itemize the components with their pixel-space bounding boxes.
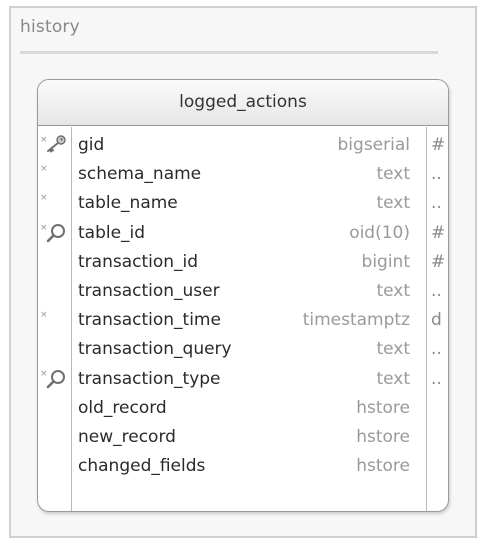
column-flag: # bbox=[431, 251, 446, 272]
not-null-marker: × bbox=[40, 193, 48, 204]
table-column-row[interactable]: × table_id oid(10) # bbox=[38, 221, 448, 250]
column-flag: # bbox=[431, 135, 446, 155]
column-flag: # bbox=[431, 222, 446, 243]
column-name: transaction_type bbox=[78, 368, 221, 389]
column-name: schema_name bbox=[78, 164, 202, 185]
index-icon bbox=[45, 369, 67, 389]
column-name: changed_fields bbox=[78, 456, 206, 477]
column-flag: .. bbox=[431, 164, 442, 185]
column-flag: .. bbox=[431, 193, 442, 214]
table-column-row[interactable]: new_record hstore bbox=[38, 425, 448, 454]
not-null-marker: × bbox=[40, 164, 48, 175]
column-flag: .. bbox=[431, 280, 442, 301]
table-column-row[interactable]: transaction_query text.. bbox=[38, 337, 448, 366]
column-type: text bbox=[376, 193, 410, 214]
column-name: gid bbox=[78, 135, 105, 155]
table-column-row[interactable]: × table_name text.. bbox=[38, 191, 448, 220]
table-column-row[interactable]: old_record hstore bbox=[38, 396, 448, 425]
column-name: table_id bbox=[78, 222, 146, 243]
column-name: transaction_id bbox=[78, 251, 199, 272]
column-name: new_record bbox=[78, 426, 176, 447]
column-type: hstore bbox=[356, 426, 410, 447]
table-column-row[interactable]: transaction_user text.. bbox=[38, 279, 448, 308]
table-column-row[interactable]: changed_fields hstore bbox=[38, 454, 448, 483]
column-name: transaction_user bbox=[78, 280, 220, 301]
column-flag: .. bbox=[431, 339, 442, 360]
column-name: old_record bbox=[78, 397, 167, 418]
not-null-marker: × bbox=[40, 135, 48, 145]
column-flag: d bbox=[431, 310, 442, 331]
column-type: bigserial bbox=[337, 135, 410, 155]
table-name: logged_actions bbox=[179, 92, 307, 112]
schema-title: history bbox=[20, 17, 80, 37]
not-null-marker: × bbox=[40, 222, 48, 233]
table-entity-logged-actions[interactable]: logged_actions × gid bigserial # × schema_nam… bbox=[37, 79, 449, 512]
not-null-marker: × bbox=[40, 310, 48, 321]
not-null-marker: × bbox=[40, 368, 48, 379]
table-column-row[interactable]: × gid bigserial # bbox=[38, 133, 448, 162]
column-name: transaction_query bbox=[78, 339, 232, 360]
key-icon bbox=[44, 135, 66, 153]
icon-column-divider bbox=[71, 127, 72, 511]
table-header[interactable]: logged_actions bbox=[38, 80, 448, 126]
column-flag: .. bbox=[431, 368, 442, 389]
column-name: table_name bbox=[78, 193, 178, 214]
column-type: hstore bbox=[356, 456, 410, 477]
column-type: hstore bbox=[356, 397, 410, 418]
column-type: text bbox=[376, 339, 410, 360]
index-icon bbox=[45, 223, 67, 243]
table-column-row[interactable]: × schema_name text.. bbox=[38, 162, 448, 191]
schema-title-underline bbox=[20, 51, 438, 54]
column-type: oid(10) bbox=[349, 222, 410, 243]
flag-column-divider bbox=[426, 127, 427, 511]
column-type: text bbox=[376, 164, 410, 185]
column-type: bigint bbox=[361, 251, 410, 272]
table-column-row[interactable]: × transaction_type text.. bbox=[38, 367, 448, 396]
column-type: text bbox=[376, 280, 410, 301]
column-type: text bbox=[376, 368, 410, 389]
table-column-row[interactable]: × transaction_time timestamptz d bbox=[38, 308, 448, 337]
column-type: timestamptz bbox=[302, 310, 410, 331]
column-name: transaction_time bbox=[78, 310, 221, 331]
table-column-row[interactable]: transaction_id bigint # bbox=[38, 250, 448, 279]
